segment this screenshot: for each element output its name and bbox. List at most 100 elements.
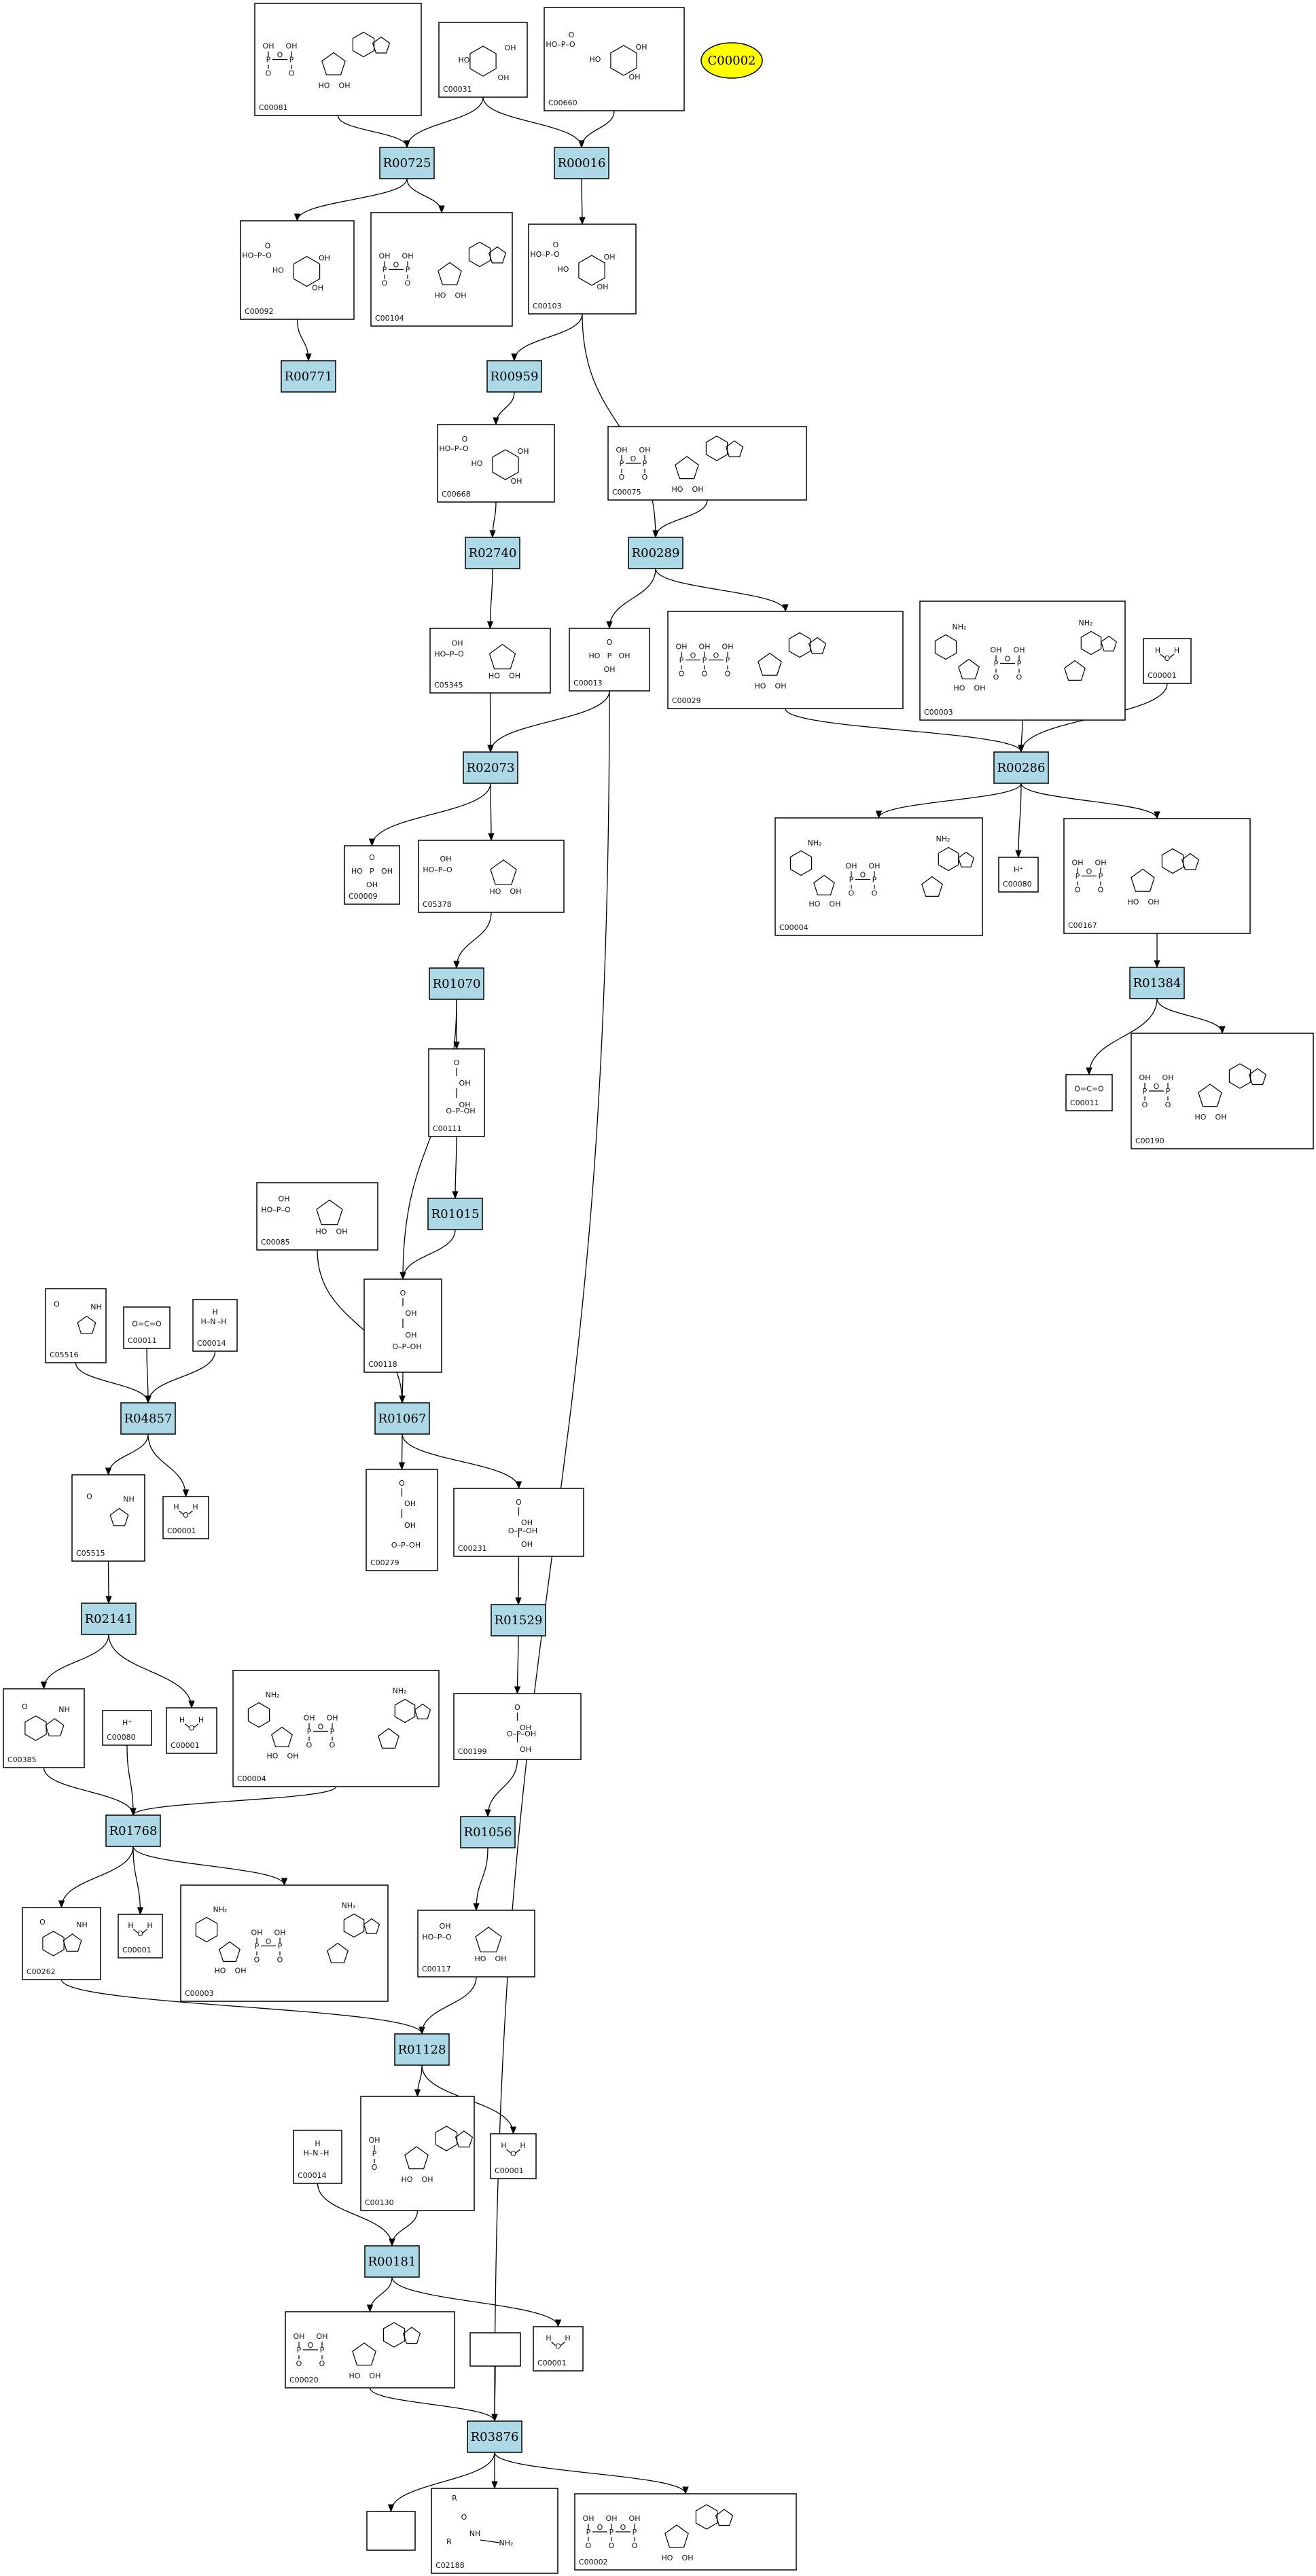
pathway-edge <box>132 1846 144 1916</box>
reaction-node-R01768[interactable]: R01768 <box>105 1814 161 1847</box>
target-compound-label: C00002 <box>707 54 755 68</box>
compound-node-C00080[interactable]: H⁺C00080 <box>102 1710 152 1746</box>
svg-text:OH: OH <box>676 643 688 651</box>
reaction-node-R03876[interactable]: R03876 <box>467 2420 522 2453</box>
compound-id-label: C00092 <box>245 307 274 316</box>
reaction-node-R04857[interactable]: R04857 <box>120 1402 176 1435</box>
svg-text:O=C=O: O=C=O <box>1074 1085 1104 1094</box>
reaction-id-label: R01768 <box>109 1824 158 1838</box>
pathway-edge <box>785 708 1025 753</box>
svg-text:NH: NH <box>90 1303 102 1312</box>
svg-text:O: O <box>1164 654 1171 663</box>
svg-text:OH: OH <box>616 446 628 454</box>
reaction-node-R00181[interactable]: R00181 <box>364 2245 420 2278</box>
reaction-node-R01529[interactable]: R01529 <box>491 1604 546 1636</box>
svg-text:O–P–OH: O–P–OH <box>391 1541 421 1550</box>
reaction-node-R01070[interactable]: R01070 <box>429 967 484 1000</box>
target-compound-node[interactable]: C00002 <box>700 42 763 79</box>
reaction-node-R02141[interactable]: R02141 <box>81 1603 137 1635</box>
svg-text:O: O <box>586 2541 592 2550</box>
reaction-node-R00959[interactable]: R00959 <box>486 360 542 393</box>
reaction-node-R00725[interactable]: R00725 <box>379 147 435 179</box>
reaction-node-R00016[interactable]: R00016 <box>554 147 609 179</box>
svg-text:HO: HO <box>319 82 330 90</box>
reaction-node-R02740[interactable]: R02740 <box>465 537 520 569</box>
compound-node-empty[interactable] <box>366 2511 416 2551</box>
svg-text:OH: OH <box>583 2514 594 2523</box>
reaction-id-label: R01067 <box>378 1412 427 1426</box>
compound-id-label: C00130 <box>365 2198 394 2207</box>
svg-text:HO: HO <box>475 1954 486 1963</box>
svg-text:H: H <box>520 2141 525 2150</box>
reaction-node-R01067[interactable]: R01067 <box>374 1402 430 1435</box>
reaction-node-R00289[interactable]: R00289 <box>628 537 683 569</box>
svg-text:OH: OH <box>319 254 330 263</box>
pathway-edge <box>515 1556 522 1606</box>
compound-id-label: C00011 <box>128 1336 157 1345</box>
reaction-node-R01015[interactable]: R01015 <box>427 1198 483 1230</box>
pathway-edge <box>399 1372 406 1404</box>
svg-text:HO: HO <box>402 2175 413 2184</box>
reaction-node-R01128[interactable]: R01128 <box>394 2033 450 2066</box>
compound-node-C00080[interactable]: H⁺C00080 <box>998 857 1039 893</box>
pathway-edge <box>453 912 492 969</box>
svg-text:OH: OH <box>459 1079 471 1088</box>
svg-text:H–N: H–N <box>304 2149 319 2158</box>
svg-text:OH: OH <box>1215 1113 1227 1122</box>
svg-text:OH: OH <box>406 1331 417 1340</box>
reaction-node-R00286[interactable]: R00286 <box>993 751 1049 784</box>
svg-text:OH: OH <box>722 643 734 651</box>
reaction-id-label: R01070 <box>433 977 481 991</box>
reaction-node-R00771[interactable]: R00771 <box>281 360 336 393</box>
svg-text:O: O <box>993 673 999 682</box>
compound-node-empty[interactable] <box>469 2332 521 2367</box>
reaction-node-R01056[interactable]: R01056 <box>460 1816 516 1848</box>
reaction-node-R02073[interactable]: R02073 <box>463 751 518 784</box>
reaction-node-R01384[interactable]: R01384 <box>1129 967 1185 999</box>
